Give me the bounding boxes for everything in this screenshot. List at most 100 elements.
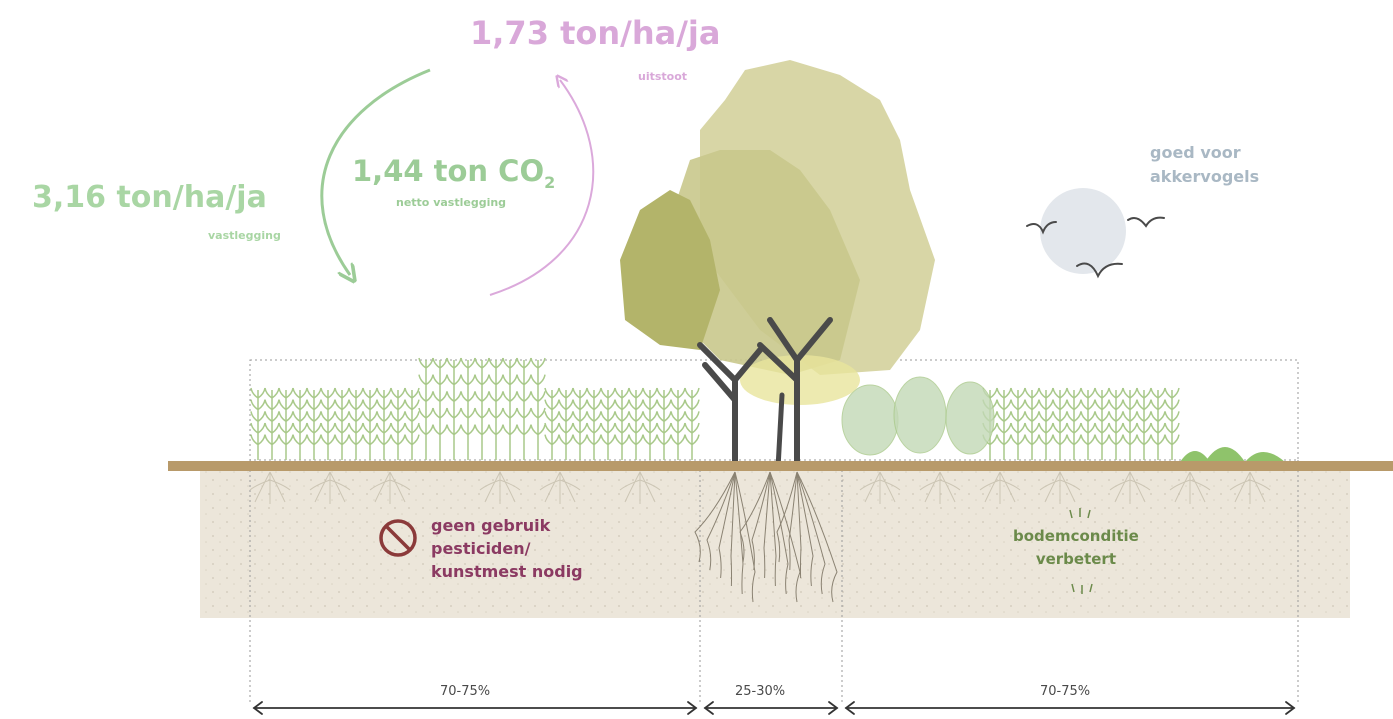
crop-icon <box>460 357 476 460</box>
root-icon <box>694 471 736 563</box>
ground-line <box>168 461 1393 471</box>
birds-line-2: akkervogels <box>1150 167 1260 186</box>
tree-roots <box>694 471 838 603</box>
emission-value: 1,73 ton/ha/ja <box>470 14 721 52</box>
crop-icon <box>306 387 322 460</box>
root-icon <box>1229 471 1271 504</box>
sequestration-arrow <box>320 68 431 275</box>
crop-icon <box>996 387 1012 460</box>
crop-icon <box>544 387 560 460</box>
spark-icon <box>1069 508 1093 594</box>
root-icon <box>369 471 411 504</box>
root-icon <box>919 471 961 504</box>
crops-right <box>982 387 1180 460</box>
emission-arrow <box>489 80 595 296</box>
crop-icon <box>292 387 308 460</box>
no-pesticides-line-2: pesticiden/ <box>431 539 531 558</box>
root-icon <box>796 471 826 595</box>
crop-icon <box>1094 387 1110 460</box>
crop-icon <box>264 387 280 460</box>
root-icon <box>739 471 771 563</box>
root-icon <box>769 471 777 587</box>
crop-icon <box>320 387 336 460</box>
crop-icon <box>1122 387 1138 460</box>
crop-icon <box>1108 387 1124 460</box>
crop-icon <box>1010 387 1026 460</box>
root-icon <box>539 471 581 504</box>
root-icon <box>1169 471 1211 504</box>
crop-icon <box>474 357 490 460</box>
crop-icon <box>530 357 546 460</box>
tree-canopy-dark <box>620 190 720 350</box>
sun-circle-icon <box>1040 188 1126 274</box>
crop-icon <box>488 357 504 460</box>
crop-icon <box>1164 387 1180 460</box>
root-icon <box>769 471 801 603</box>
sequestration-label: vastlegging <box>208 229 281 242</box>
root-icon <box>734 471 744 595</box>
crop-icon <box>1024 387 1040 460</box>
crop-icon <box>586 387 602 460</box>
net-value-subscript: 2 <box>544 172 556 192</box>
crop-icon <box>642 387 658 460</box>
shrubs <box>841 376 995 456</box>
birds-line-1: goed voor <box>1150 143 1241 162</box>
root-icon <box>619 471 661 504</box>
crop-icon <box>1080 387 1096 460</box>
crop-icon <box>278 387 294 460</box>
crop-icon <box>1136 387 1152 460</box>
root-icon <box>249 471 291 504</box>
root-icon <box>796 471 838 603</box>
crop-icon <box>362 387 378 460</box>
net-value: 1,44 ton CO2 <box>352 154 555 192</box>
crop-icon <box>600 387 616 460</box>
crop-icon <box>516 357 532 460</box>
crop-icon <box>684 387 700 460</box>
tree-icon <box>620 60 935 471</box>
birds-label: goed voor akkervogels <box>1150 141 1259 189</box>
crop-icon <box>572 387 588 460</box>
root-icon <box>706 471 736 571</box>
soil-line-1: bodemconditie <box>1013 527 1139 545</box>
crop-icon <box>404 387 420 460</box>
root-icon <box>479 471 521 504</box>
root-icon <box>1039 471 1081 504</box>
tree-trunks <box>697 317 833 471</box>
field-boundaries <box>249 359 1299 705</box>
width-label-middle: 25-30% <box>735 684 786 699</box>
net-label: netto vastlegging <box>396 196 507 209</box>
soil-line-2: verbetert <box>1035 550 1116 568</box>
crop-icon <box>1038 387 1054 460</box>
width-label-left: 70-75% <box>440 684 491 699</box>
no-pesticides-line-1: geen gebruik <box>431 516 551 535</box>
bird-icon <box>1026 216 1165 279</box>
root-icon <box>730 471 736 587</box>
no-entry-icon <box>379 519 417 557</box>
crop-icon <box>614 387 630 460</box>
root-icon <box>796 471 814 587</box>
width-label-right: 70-75% <box>1040 684 1091 699</box>
no-pesticides-label: geen gebruik pesticiden/ kunstmest nodig <box>431 514 583 583</box>
root-icon <box>718 471 736 579</box>
crop-icon <box>432 357 448 460</box>
root-icon <box>796 471 802 579</box>
crop-icon <box>502 357 518 460</box>
crop-icon <box>1150 387 1166 460</box>
crop-icon <box>390 387 406 460</box>
crop-icon <box>628 387 644 460</box>
emission-label: uitstoot <box>638 70 688 83</box>
crop-icon <box>250 387 266 460</box>
root-icon <box>776 471 798 563</box>
root-icon <box>788 471 798 571</box>
sequestration-value: 3,16 ton/ha/ja <box>32 180 267 215</box>
crop-icon <box>334 387 350 460</box>
crop-icon <box>1066 387 1082 460</box>
crop-icon <box>418 357 434 460</box>
crop-icon <box>656 387 672 460</box>
dimension-arrows <box>252 701 1296 715</box>
root-icon <box>763 471 771 579</box>
root-icon <box>979 471 1021 504</box>
root-icon <box>769 471 789 595</box>
root-icon <box>1109 471 1151 504</box>
